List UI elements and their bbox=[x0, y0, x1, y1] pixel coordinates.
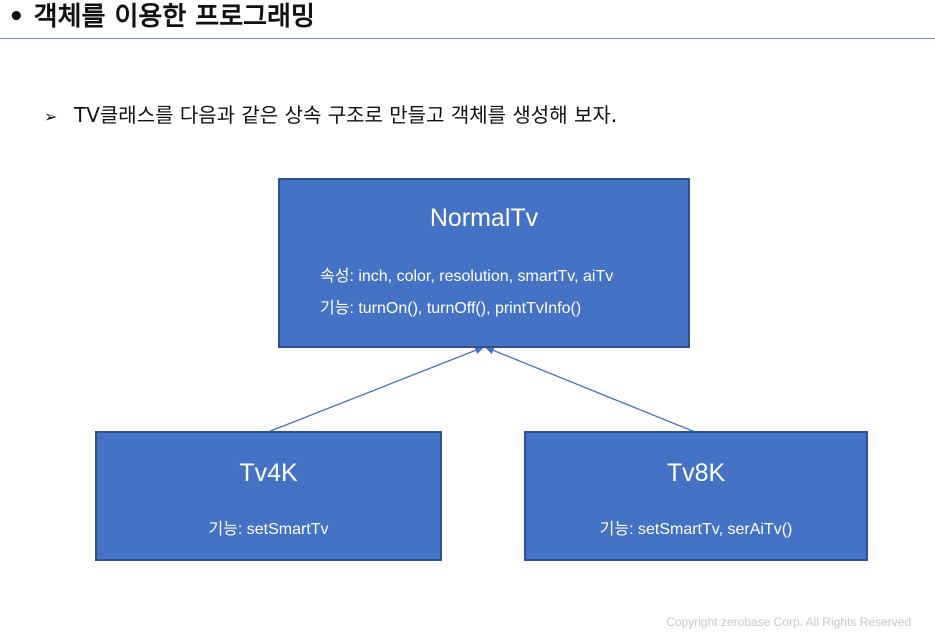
class-name: Tv8K bbox=[666, 459, 726, 487]
class-methods: 기능: setSmartTv bbox=[208, 521, 329, 538]
class-box-normaltv: NormalTv 속성: inch, color, resolution, sm… bbox=[278, 178, 690, 348]
class-methods: 기능: setSmartTv, serAiTv() bbox=[599, 521, 793, 538]
title-divider bbox=[0, 38, 935, 39]
class-methods: 기능: turnOn(), turnOff(), printTvInfo() bbox=[320, 300, 582, 317]
bullet-item: ➢ TV클래스를 다음과 같은 상속 구조로 만들고 객체를 생성해 보자. bbox=[44, 101, 617, 131]
class-name: NormalTv bbox=[429, 204, 539, 232]
class-name: Tv4K bbox=[239, 459, 298, 487]
slide-title: • 객체를 이용한 프로그래밍 bbox=[8, 2, 315, 32]
class-box-tv8k: Tv8K 기능: setSmartTv, serAiTv() bbox=[524, 431, 868, 561]
bullet-text: TV클래스를 다음과 같은 상속 구조로 만들고 객체를 생성해 보자. bbox=[74, 103, 618, 127]
connector-tv4k-to-normaltv bbox=[267, 346, 485, 433]
copyright-notice: Copyright zerobase Corp. All Rights Rese… bbox=[666, 615, 911, 629]
arrow-bullet-icon: ➢ bbox=[44, 107, 58, 126]
class-attributes: 속성: inch, color, resolution, smartTv, ai… bbox=[320, 268, 614, 285]
connector-tv8k-to-normaltv bbox=[484, 346, 696, 433]
class-box-tv4k: Tv4K 기능: setSmartTv bbox=[95, 431, 442, 561]
